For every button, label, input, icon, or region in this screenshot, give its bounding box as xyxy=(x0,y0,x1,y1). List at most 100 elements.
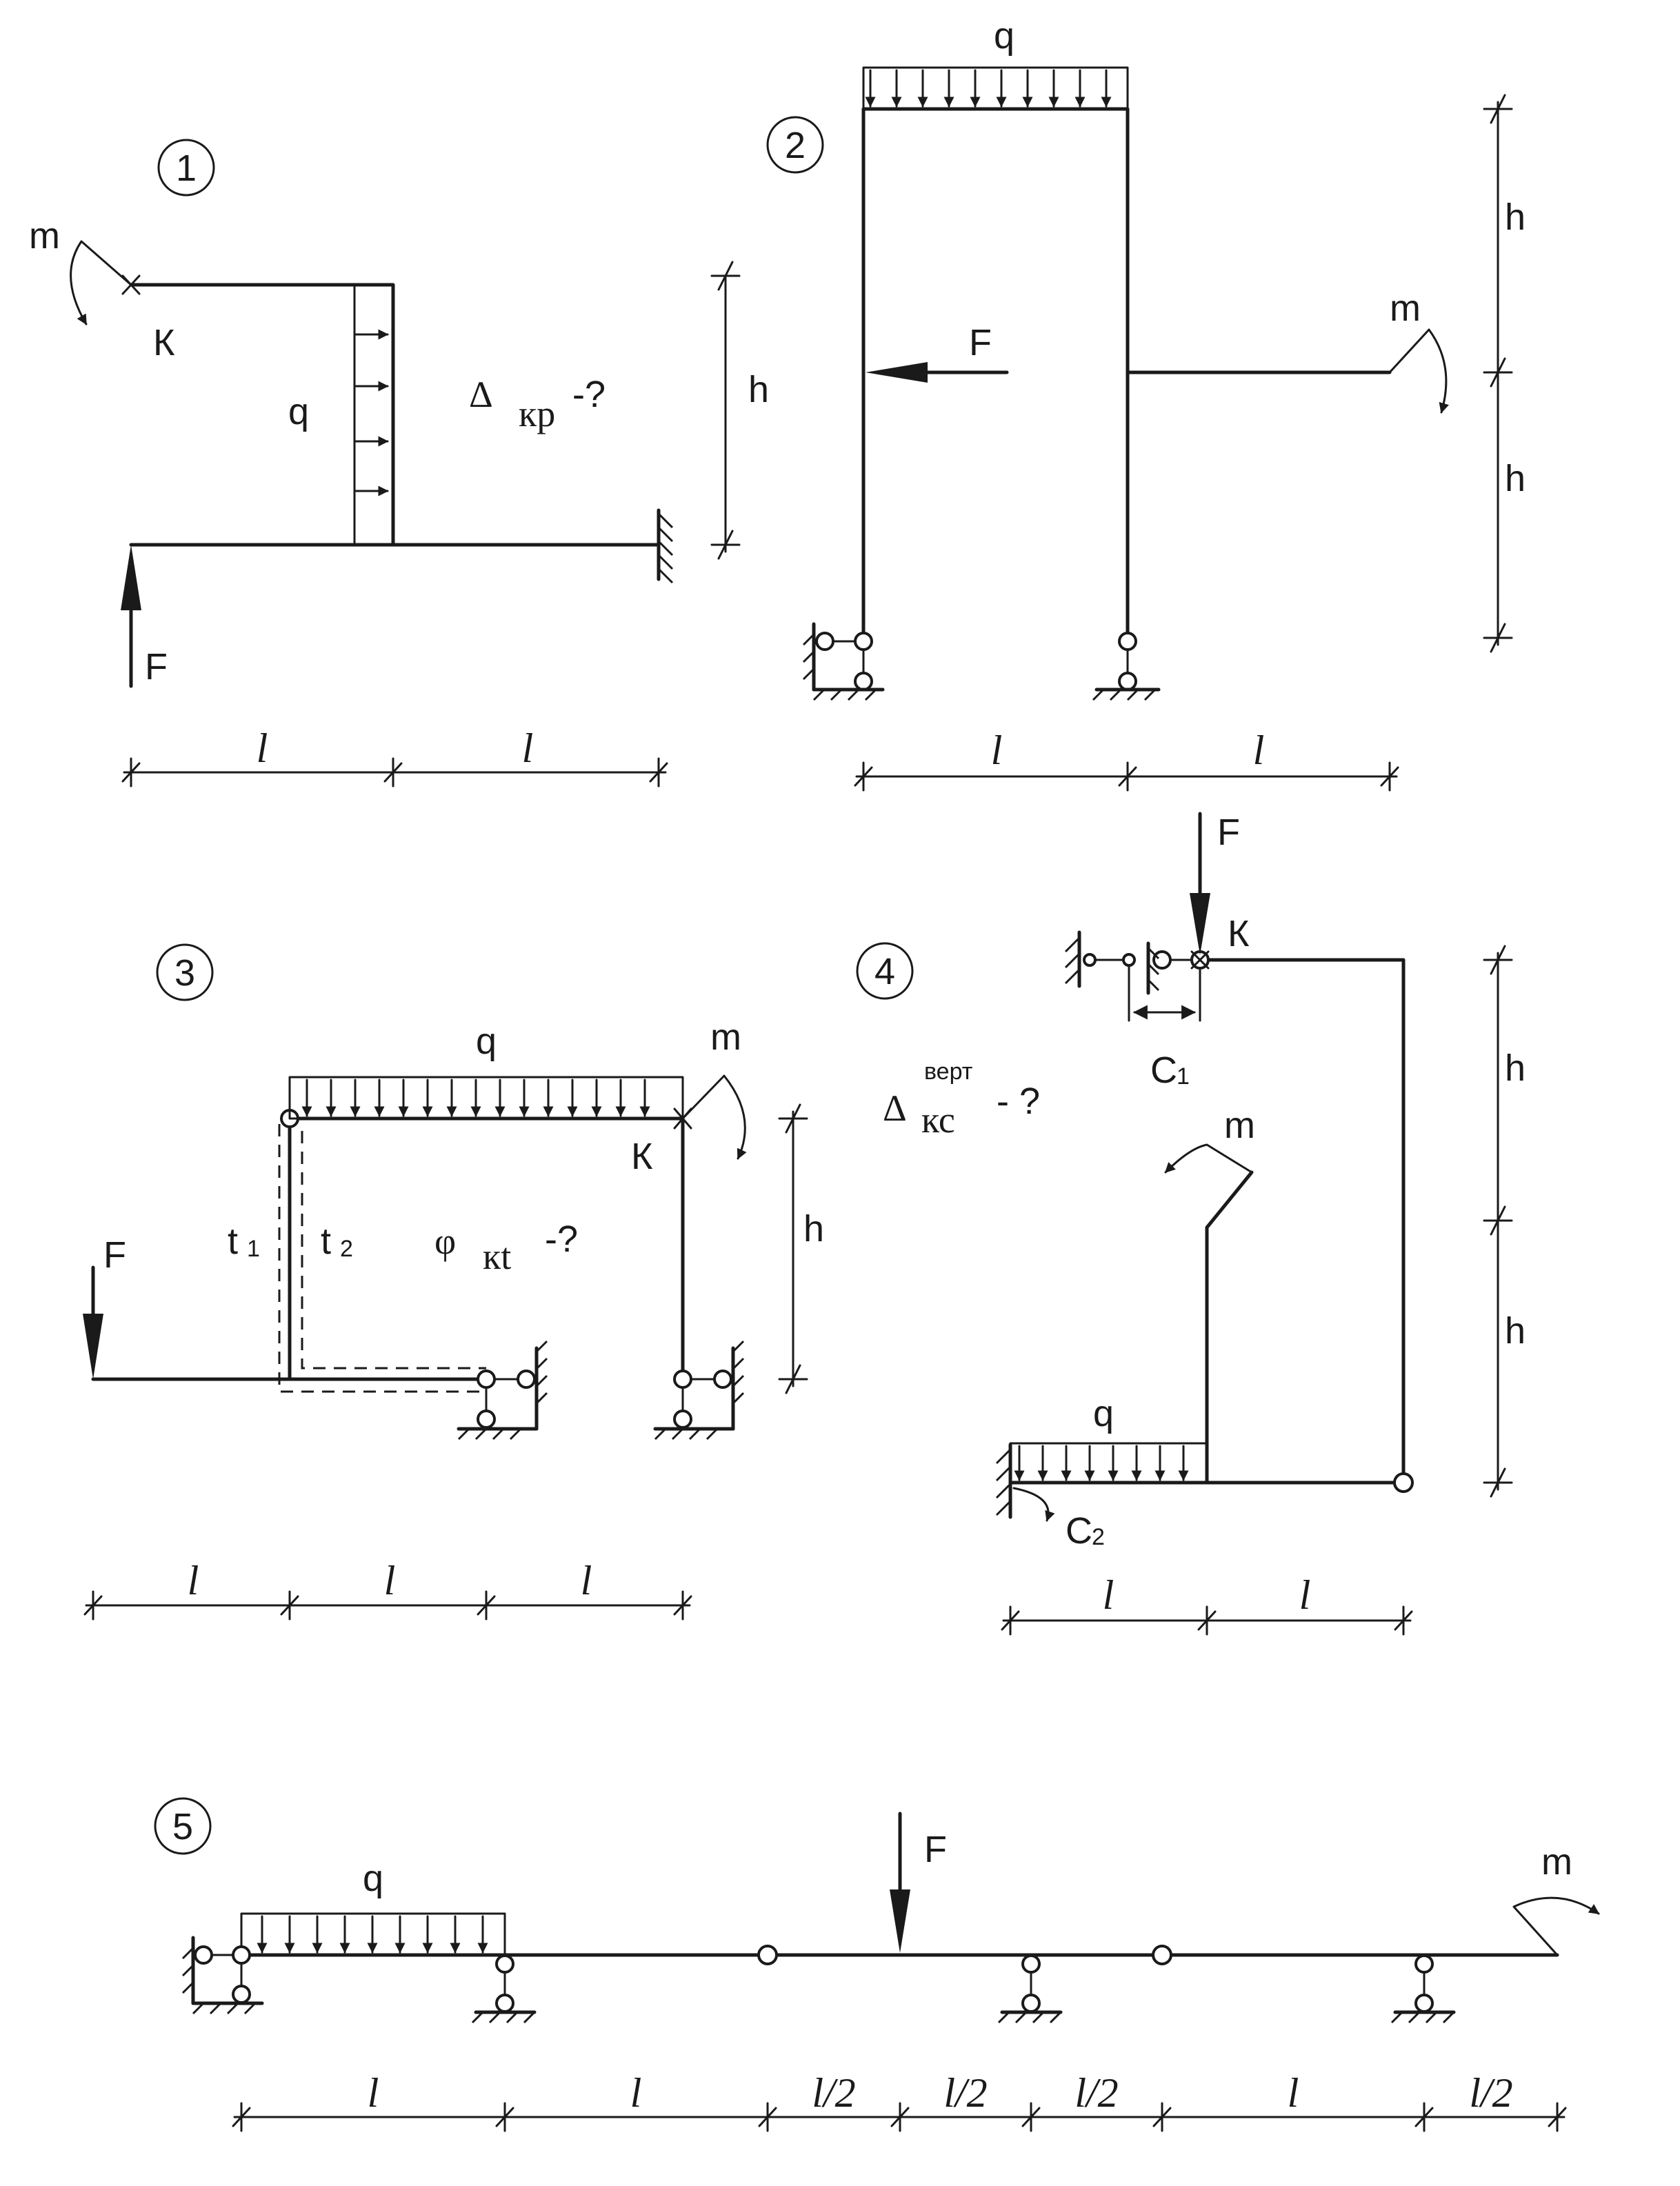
scheme-1-span-2-label: l xyxy=(522,725,534,771)
scheme-3-span-3-label: l xyxy=(581,1558,592,1603)
scheme-1-question-symbol: Δ xyxy=(469,374,493,415)
scheme-4-height-bottom-label: h xyxy=(1505,1310,1526,1352)
scheme-2-left-support xyxy=(802,622,885,701)
scheme-3-distributed-load-arrows xyxy=(301,1079,650,1117)
scheme-4-force-label: F xyxy=(1217,812,1240,853)
scheme-4-settlement-2-index: 2 xyxy=(1092,1524,1105,1550)
scheme-2-right-support xyxy=(1092,632,1161,701)
scheme-4-force-arrowhead xyxy=(1190,893,1210,955)
scheme-3-load-block xyxy=(288,1076,684,1120)
scheme-5-distributed-load-arrows xyxy=(257,1915,488,1954)
scheme-4-settlement-1-index: 1 xyxy=(1177,1063,1190,1090)
scheme-2-number: 2 xyxy=(785,125,806,166)
scheme-3-question-symbol: φ xyxy=(434,1221,456,1262)
scheme-1-question-suffix: -? xyxy=(572,374,606,415)
scheme-4-settlement-2-label: C xyxy=(1066,1510,1092,1552)
scheme-3-middle-support xyxy=(457,1340,548,1441)
scheme-5-span-2-label: l xyxy=(630,2070,642,2116)
scheme-3-right-support xyxy=(653,1340,745,1441)
scheme-5: 5 q F m xyxy=(154,1797,1600,2132)
scheme-5-span-3-label: l/2 xyxy=(812,2070,855,2116)
scheme-2-span-2-label: l xyxy=(1253,728,1265,773)
scheme-3-frame xyxy=(91,1116,685,1381)
scheme-4-question-symbol: Δ xyxy=(883,1087,907,1129)
scheme-3-load-label: q xyxy=(476,1021,497,1062)
scheme-2-height-bottom-label: h xyxy=(1505,458,1526,499)
scheme-4-point-k-cross xyxy=(1190,950,1210,970)
scheme-1-moment-label: m xyxy=(29,215,60,257)
scheme-2-moment-arrow xyxy=(1388,328,1450,414)
scheme-5-load-label: q xyxy=(363,1858,383,1899)
scheme-4-load-block xyxy=(1009,1442,1208,1484)
scheme-1-number: 1 xyxy=(176,148,197,189)
scheme-1-span-dimension xyxy=(121,757,668,788)
scheme-4-question-subscript: кс xyxy=(921,1099,955,1141)
scheme-3: 3 q m К xyxy=(83,943,824,1621)
scheme-5-number: 5 xyxy=(172,1806,193,1847)
scheme-1-height-dimension xyxy=(710,261,741,560)
scheme-3-number: 3 xyxy=(174,952,195,994)
scheme-3-question-subscript: кt xyxy=(483,1236,511,1277)
scheme-4-number: 4 xyxy=(874,951,895,992)
scheme-5-support-2 xyxy=(471,1954,537,2024)
scheme-4: 4 К F C 1 Δ верт xyxy=(856,812,1526,1636)
scheme-4-settlement-1-label: C xyxy=(1150,1050,1177,1091)
scheme-4-load-label: q xyxy=(1093,1393,1114,1434)
scheme-2-distributed-load-arrows xyxy=(865,69,1112,108)
scheme-3-moment-label: m xyxy=(710,1016,741,1058)
scheme-3-outer-temperature-line xyxy=(278,1124,486,1393)
scheme-3-inner-temperature-line xyxy=(301,1131,486,1370)
scheme-1-span-1-label: l xyxy=(257,725,268,771)
scheme-4-span-dimension xyxy=(1001,1605,1413,1636)
scheme-5-span-dimension xyxy=(232,2102,1567,2132)
scheme-4-right-hinge xyxy=(1393,1472,1414,1493)
scheme-2-span-dimension xyxy=(854,761,1399,792)
scheme-3-span-2-label: l xyxy=(384,1558,396,1603)
scheme-3-moment-arrow xyxy=(681,1074,747,1160)
scheme-5-left-support xyxy=(181,1936,264,2015)
scheme-3-point-label: К xyxy=(631,1136,653,1177)
scheme-3-force-label: F xyxy=(103,1234,126,1276)
scheme-4-height-dimension xyxy=(1483,945,1513,1498)
scheme-1-distributed-load-arrows xyxy=(353,329,389,497)
scheme-2-frame xyxy=(861,107,1392,643)
scheme-4-fixed-support xyxy=(995,1443,1055,1522)
scheme-5-span-4-label: l/2 xyxy=(943,2070,987,2116)
scheme-5-force-label: F xyxy=(924,1829,947,1870)
scheme-2-span-1-label: l xyxy=(991,728,1003,773)
scheme-1: 1 m К q F Δ кр -? xyxy=(29,139,769,788)
scheme-3-height-label: h xyxy=(803,1208,824,1250)
scheme-5-moment-label: m xyxy=(1541,1841,1572,1883)
scheme-4-height-top-label: h xyxy=(1505,1047,1526,1089)
scheme-1-point-label: К xyxy=(153,322,175,363)
scheme-1-moment-arrow xyxy=(70,240,132,325)
scheme-5-moment-arrow xyxy=(1512,1896,1600,1956)
scheme-2-height-top-label: h xyxy=(1505,197,1526,238)
scheme-4-distributed-load-arrows xyxy=(1014,1445,1189,1481)
scheme-1-height-label: h xyxy=(748,369,769,410)
scheme-5-hinge-2 xyxy=(1152,1945,1172,1965)
scheme-2-load-label: q xyxy=(994,15,1014,57)
scheme-4-top-support xyxy=(1064,930,1210,1022)
scheme-3-question-suffix: -? xyxy=(545,1219,578,1260)
scheme-3-force-arrowhead xyxy=(83,1314,103,1379)
scheme-5-support-3 xyxy=(997,1954,1063,2024)
scheme-5-load-block xyxy=(240,1912,506,1956)
scheme-3-number-circle xyxy=(156,943,214,1001)
scheme-3-t2-label: t xyxy=(321,1221,331,1262)
scheme-1-force-arrowhead xyxy=(121,545,141,610)
scheme-5-span-5-label: l/2 xyxy=(1074,2070,1118,2116)
scheme-2-moment-label: m xyxy=(1390,288,1421,329)
scheme-4-span-2-label: l xyxy=(1299,1572,1311,1618)
scheme-1-number-circle xyxy=(157,139,215,197)
scheme-3-t1-label: t xyxy=(228,1221,238,1262)
scheme-4-span-1-label: l xyxy=(1103,1572,1114,1618)
scheme-3-span-1-label: l xyxy=(188,1558,199,1603)
scheme-4-frame xyxy=(1008,958,1406,1485)
scheme-3-t2-index: 2 xyxy=(340,1236,353,1262)
scheme-1-fixed-support xyxy=(657,508,674,584)
scheme-5-span-7-label: l/2 xyxy=(1469,2070,1512,2116)
scheme-4-point-label: К xyxy=(1228,913,1250,954)
scheme-2-height-dimension xyxy=(1483,94,1513,653)
